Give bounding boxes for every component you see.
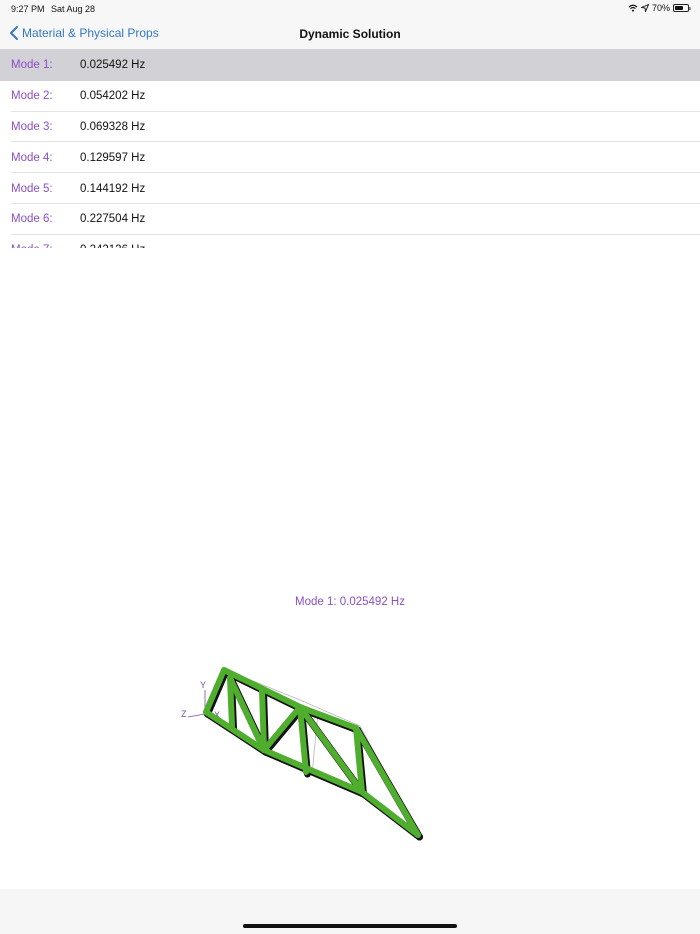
bottom-bar xyxy=(0,889,700,934)
undeformed-outline xyxy=(225,669,419,833)
truss-members xyxy=(203,667,421,838)
mode-label: Mode 1: xyxy=(11,59,53,72)
mode-label: Mode 3: xyxy=(11,120,53,133)
mode-label: Mode 4: xyxy=(11,151,53,164)
mode-frequency: 0.144192 Hz xyxy=(80,182,146,195)
mode-frequency: 0.227504 Hz xyxy=(80,213,146,226)
axis-label-y: Y xyxy=(200,680,206,690)
navigation-bar: Material & Physical Props Dynamic Soluti… xyxy=(0,18,700,50)
mode-row-3[interactable]: Mode 3: 0.069328 Hz xyxy=(0,112,700,143)
battery-icon xyxy=(673,4,691,12)
mode-row-7[interactable]: Mode 7: 0.242126 Hz xyxy=(0,235,700,248)
mode-label: Mode 5: xyxy=(11,182,53,195)
mode-frequency-list[interactable]: Mode 1: 0.025492 Hz Mode 2: 0.054202 Hz … xyxy=(0,50,700,248)
status-indicators: 70% xyxy=(628,3,691,13)
mode-label: Mode 2: xyxy=(11,90,53,103)
mode-frequency: 0.054202 Hz xyxy=(80,90,146,103)
mode-label: Mode 6: xyxy=(11,213,53,226)
axis-label-z: Z xyxy=(181,709,187,719)
back-button-label: Material & Physical Props xyxy=(22,26,159,40)
battery-percent: 70% xyxy=(651,3,670,13)
mode-row-4[interactable]: Mode 4: 0.129597 Hz xyxy=(0,142,700,173)
home-indicator[interactable] xyxy=(243,924,457,928)
page-title: Dynamic Solution xyxy=(299,27,401,41)
mode-frequency: 0.242126 Hz xyxy=(80,244,145,248)
mode-row-1[interactable]: Mode 1: 0.025492 Hz xyxy=(0,50,700,81)
mode-frequency: 0.129597 Hz xyxy=(80,151,146,164)
status-time: 9:27 PM xyxy=(11,4,45,14)
axis-label-x: X xyxy=(214,710,220,720)
status-bar: 9:27 PM Sat Aug 28 70% xyxy=(0,0,700,18)
status-date: Sat Aug 28 xyxy=(51,4,96,14)
mode-frequency: 0.025492 Hz xyxy=(80,59,146,72)
mode-label: Mode 7: xyxy=(11,244,53,248)
back-button[interactable]: Material & Physical Props xyxy=(8,24,159,42)
mode-row-6[interactable]: Mode 6: 0.227504 Hz xyxy=(0,204,700,235)
mode-row-2[interactable]: Mode 2: 0.054202 Hz xyxy=(0,81,700,112)
mode-shape-viewer[interactable]: Mode 1: 0.025492 Hz Y Z X xyxy=(0,248,700,889)
chevron-left-icon xyxy=(10,26,18,40)
mode-frequency: 0.069328 Hz xyxy=(80,120,146,133)
viewer-caption: Mode 1: 0.025492 Hz xyxy=(295,596,405,608)
truss-3d-model[interactable]: Y Z X xyxy=(0,248,700,889)
mode-row-5[interactable]: Mode 5: 0.144192 Hz xyxy=(0,173,700,204)
location-arrow-icon xyxy=(640,4,649,12)
wifi-icon xyxy=(628,4,638,12)
